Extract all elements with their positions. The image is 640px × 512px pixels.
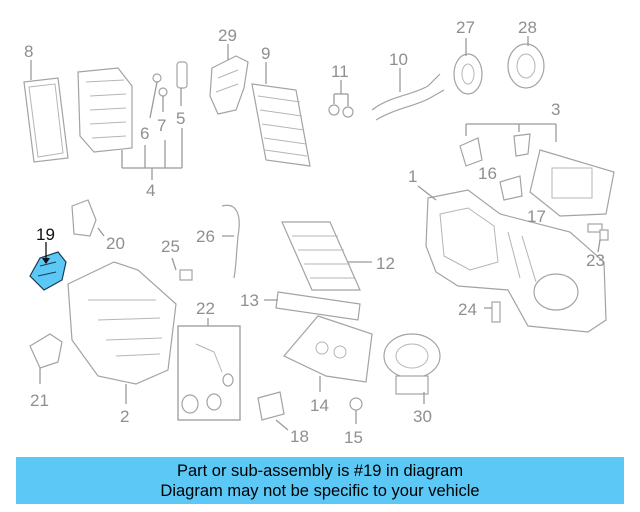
part-27-seal bbox=[453, 38, 483, 95]
part-15-nut bbox=[349, 397, 363, 424]
part-25-screw bbox=[171, 257, 193, 281]
part-18-module bbox=[257, 391, 289, 431]
callout-3: 3 bbox=[551, 100, 560, 119]
part-22-seals bbox=[177, 318, 241, 421]
callout-9: 9 bbox=[261, 44, 270, 63]
caption-bar: Part or sub-assembly is #19 in diagram D… bbox=[16, 457, 624, 504]
part-13-strip bbox=[264, 291, 361, 321]
callout-20: 20 bbox=[106, 234, 125, 253]
callout-22: 22 bbox=[196, 299, 215, 318]
part-10-pipes bbox=[371, 68, 445, 121]
part-29-bracket bbox=[209, 44, 249, 115]
callout-18: 18 bbox=[290, 427, 309, 446]
callout-21: 21 bbox=[30, 391, 49, 410]
callout-24: 24 bbox=[458, 300, 477, 319]
part-9-heater-core bbox=[251, 62, 311, 167]
caption-line-1: Part or sub-assembly is #19 in diagram bbox=[176, 461, 464, 480]
callout-1: 1 bbox=[408, 167, 417, 186]
part-12-cabin-filter bbox=[281, 221, 372, 291]
part-21-motor bbox=[29, 333, 63, 384]
part-8-filter bbox=[23, 60, 69, 163]
part-1-housing bbox=[417, 185, 607, 333]
callout-23: 23 bbox=[586, 251, 605, 270]
callout-10: 10 bbox=[389, 50, 408, 69]
callout-6: 6 bbox=[140, 124, 149, 143]
part-14-tray bbox=[283, 315, 373, 392]
callout-13: 13 bbox=[240, 291, 259, 310]
callout-26: 26 bbox=[196, 227, 215, 246]
parts-diagram: 8 6 7 5 4 29 9 11 10 27 28 3 16 17 1 23 … bbox=[23, 18, 615, 447]
callout-30: 30 bbox=[413, 407, 432, 426]
callout-14: 14 bbox=[310, 396, 329, 415]
part-11-clips bbox=[328, 80, 354, 118]
caption-line-2: Diagram may not be specific to your vehi… bbox=[160, 481, 480, 500]
part-28-seal bbox=[507, 36, 545, 89]
part-30-blower bbox=[383, 333, 441, 404]
callout-29: 29 bbox=[218, 26, 237, 45]
callout-19: 19 bbox=[36, 225, 55, 244]
part-24-bolt bbox=[484, 301, 501, 323]
callout-15: 15 bbox=[344, 428, 363, 447]
callout-5: 5 bbox=[176, 109, 185, 128]
part-19-highlighted bbox=[29, 242, 67, 291]
callout-4: 4 bbox=[146, 181, 155, 200]
callout-11: 11 bbox=[331, 62, 349, 81]
callout-17: 17 bbox=[527, 207, 546, 226]
callout-27: 27 bbox=[456, 18, 475, 37]
part-2-housing bbox=[67, 261, 177, 404]
callout-25: 25 bbox=[161, 237, 180, 256]
callout-2: 2 bbox=[120, 407, 129, 426]
callout-16: 16 bbox=[478, 164, 497, 183]
callout-7: 7 bbox=[157, 116, 166, 135]
part-3-actuators bbox=[459, 123, 615, 217]
part-26-hose bbox=[221, 204, 240, 279]
part-23-screw bbox=[587, 223, 609, 253]
part-20-bracket bbox=[71, 199, 105, 237]
callout-28: 28 bbox=[518, 18, 537, 37]
callout-12: 12 bbox=[376, 254, 395, 273]
callout-8: 8 bbox=[24, 42, 33, 61]
part-4-evaporator bbox=[77, 61, 188, 180]
